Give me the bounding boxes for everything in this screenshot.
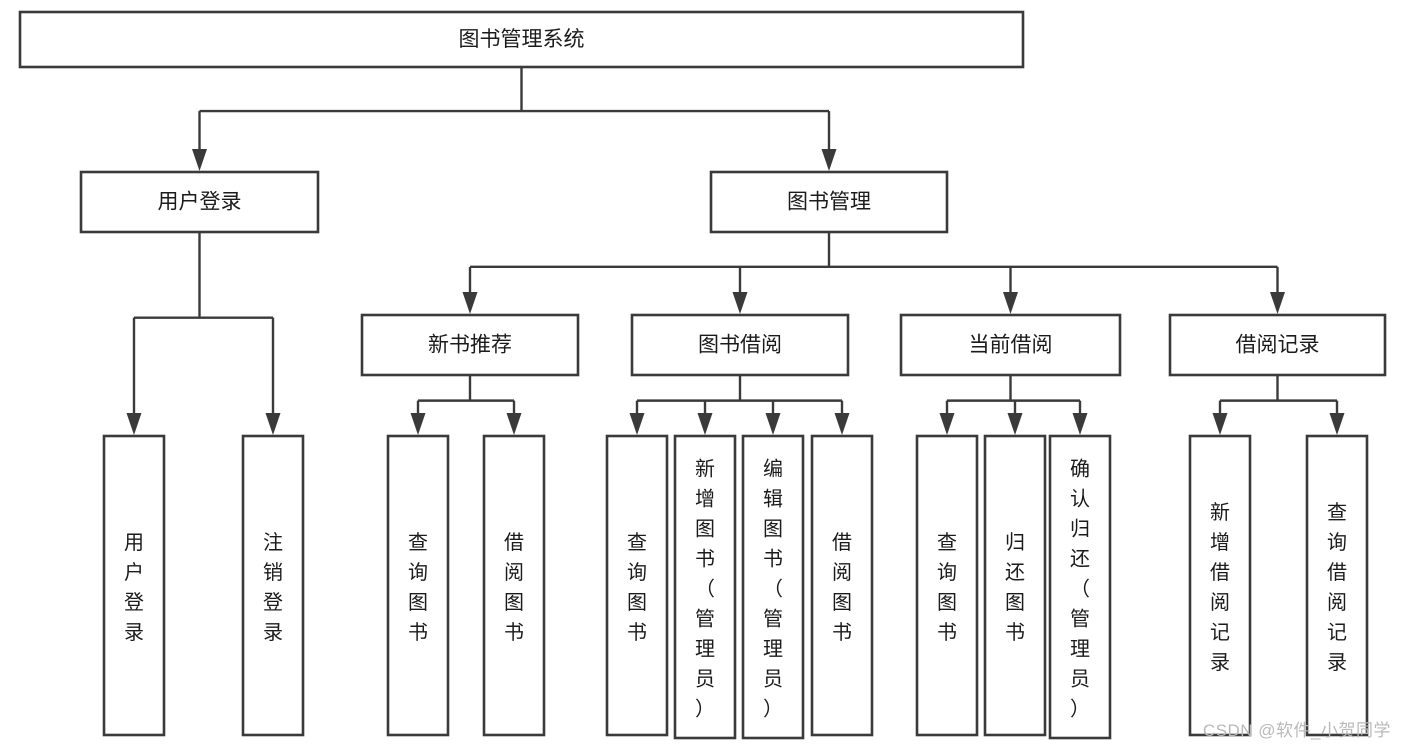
connector-arrow [410, 400, 426, 435]
node-box-borrow-query-book [605, 434, 669, 737]
node-label-root: 图书管理系统 [459, 28, 585, 51]
node-label-record-query: 查询借阅记录 [1327, 501, 1347, 674]
node-root[interactable]: 图书管理系统 [18, 10, 1025, 69]
node-box-current-confirm-return-admin [1048, 434, 1112, 740]
node-new-book-recommend[interactable]: 新书推荐 [360, 313, 580, 377]
node-user-login[interactable]: 用户登录 [79, 170, 320, 234]
node-box-record-add [1188, 434, 1252, 737]
node-box-borrow-add-book-admin [673, 434, 737, 740]
node-label-current-return-book: 归还图书 [1005, 531, 1025, 644]
node-current-return-book[interactable]: 归还图书 [983, 434, 1047, 737]
node-box-current-query-book [915, 434, 979, 737]
node-label-borrow-borrow-book: 借阅图书 [832, 531, 852, 644]
connector-arrow [697, 400, 713, 435]
node-box-recommend-query-book [386, 434, 450, 737]
node-borrow-edit-book-admin[interactable]: 编辑图书（管理员） [741, 434, 805, 740]
connector-arrow [1007, 400, 1023, 435]
node-borrow-borrow-book[interactable]: 借阅图书 [810, 434, 874, 737]
node-borrow-add-book-admin[interactable]: 新增图书（管理员） [673, 434, 737, 740]
connector-arrow [192, 111, 207, 171]
connector-arrow [834, 400, 850, 435]
node-label-recommend-query-book: 查询图书 [408, 531, 428, 644]
connector-arrow [1072, 400, 1088, 435]
node-label-user-logout: 注销登录 [263, 531, 283, 644]
node-book-borrow[interactable]: 图书借阅 [630, 313, 850, 377]
node-borrow-record[interactable]: 借阅记录 [1168, 313, 1387, 377]
connector-arrow [1329, 400, 1345, 435]
node-label-borrow-query-book: 查询图书 [627, 531, 647, 644]
node-label-current-confirm-return-admin: 确认归还（管理员） [1070, 457, 1090, 720]
node-label-current-borrow: 当前借阅 [969, 334, 1053, 357]
connector-arrow [1270, 266, 1285, 314]
node-user-logout[interactable]: 注销登录 [241, 434, 305, 737]
node-box-current-return-book [983, 434, 1047, 737]
node-label-current-query-book: 查询图书 [937, 531, 957, 644]
connector-arrow [1212, 400, 1228, 435]
node-box-new-book-recommend [360, 313, 580, 377]
node-box-user-login [79, 170, 320, 234]
node-label-borrow-edit-book-admin: 编辑图书（管理员） [763, 457, 783, 720]
node-box-user-login-do [102, 434, 166, 737]
node-label-book-borrow: 图书借阅 [698, 334, 782, 357]
node-book-manage[interactable]: 图书管理 [709, 170, 949, 234]
node-box-borrow-edit-book-admin [741, 434, 805, 740]
node-label-new-book-recommend: 新书推荐 [428, 334, 512, 357]
node-box-root [18, 10, 1025, 69]
node-box-borrow-record [1168, 313, 1387, 377]
node-label-recommend-borrow-book: 借阅图书 [504, 531, 524, 644]
node-record-add[interactable]: 新增借阅记录 [1188, 434, 1252, 737]
node-box-borrow-borrow-book [810, 434, 874, 737]
node-label-user-login: 用户登录 [158, 191, 242, 214]
node-recommend-query-book[interactable]: 查询图书 [386, 434, 450, 737]
connector-arrow [506, 400, 522, 435]
connector-arrow [265, 317, 281, 435]
node-record-query[interactable]: 查询借阅记录 [1305, 434, 1369, 737]
connector-arrow [821, 111, 837, 171]
node-recommend-borrow-book[interactable]: 借阅图书 [482, 434, 546, 737]
connector-arrow [126, 317, 142, 435]
watermark-label: CSDN @软件_小贺同学 [1202, 721, 1391, 740]
node-label-borrow-record: 借阅记录 [1236, 334, 1320, 357]
connector-arrow [732, 266, 748, 314]
node-box-user-logout [241, 434, 305, 737]
node-label-record-add: 新增借阅记录 [1210, 501, 1230, 674]
node-user-login-do[interactable]: 用户登录 [102, 434, 166, 737]
connector-arrow [462, 266, 478, 314]
node-current-confirm-return-admin[interactable]: 确认归还（管理员） [1048, 434, 1112, 740]
node-box-book-manage [709, 170, 949, 234]
node-label-book-manage: 图书管理 [787, 191, 871, 214]
connector-arrow [629, 400, 645, 435]
node-label-user-login-do: 用户登录 [124, 532, 144, 644]
node-box-current-borrow [899, 313, 1122, 377]
node-current-query-book[interactable]: 查询图书 [915, 434, 979, 737]
node-borrow-query-book[interactable]: 查询图书 [605, 434, 669, 737]
connector-arrow [939, 400, 955, 435]
connector-arrow [1003, 266, 1018, 314]
node-current-borrow[interactable]: 当前借阅 [899, 313, 1122, 377]
connector-layer [126, 67, 1345, 435]
node-box-recommend-borrow-book [482, 434, 546, 737]
node-label-borrow-add-book-admin: 新增图书（管理员） [695, 457, 715, 720]
node-box-record-query [1305, 434, 1369, 737]
node-box-book-borrow [630, 313, 850, 377]
connector-arrow [765, 400, 781, 435]
node-layer: 图书管理系统用户登录用户登录注销登录图书管理新书推荐查询图书借阅图书图书借阅查询… [18, 10, 1387, 740]
